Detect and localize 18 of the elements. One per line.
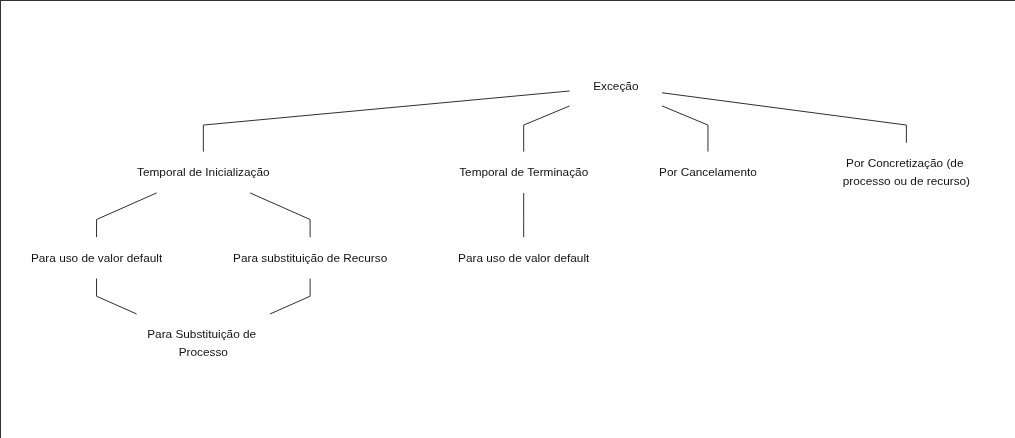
- connector: [661, 105, 709, 153]
- connector: [523, 192, 525, 238]
- node-text: Temporal de Inicialização: [137, 165, 270, 179]
- connector: [269, 278, 311, 315]
- node-text: Exceção: [593, 79, 639, 93]
- connector: [96, 192, 158, 238]
- connector: [661, 92, 907, 144]
- connector: [202, 90, 571, 153]
- node-text: Para uso de valor default: [458, 250, 590, 264]
- node-text: Para substituição de Recurso: [233, 250, 388, 264]
- node-text: Por Cancelamento: [659, 165, 757, 179]
- connector: [249, 192, 311, 238]
- node-text: Por Concretização (de processo ou de recurso): [842, 156, 971, 188]
- connector: [523, 105, 571, 153]
- node-text: Para uso de valor default: [30, 250, 163, 264]
- connector: [96, 278, 138, 315]
- node-text: Temporal de Terminação: [459, 165, 589, 179]
- node-text: Para Substituição de Processo: [147, 327, 257, 359]
